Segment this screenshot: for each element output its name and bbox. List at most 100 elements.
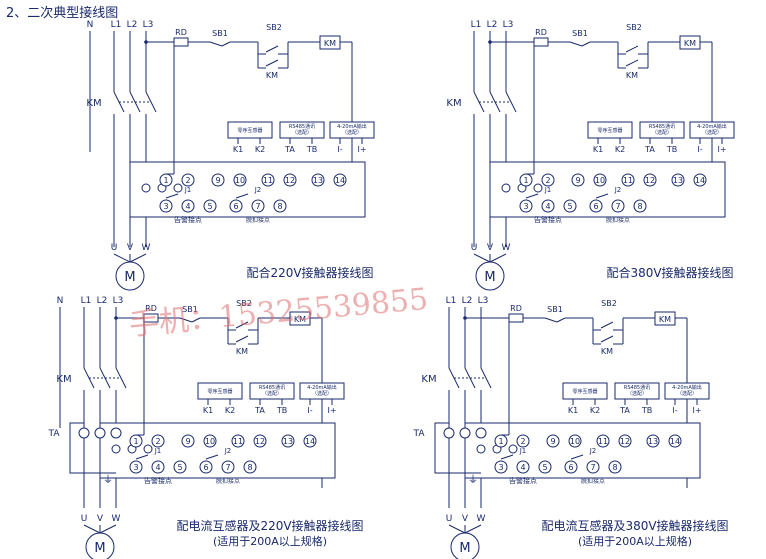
terminal-label-8: 8 — [637, 202, 642, 211]
sb2-contact — [235, 321, 249, 329]
relay-j1-contact — [500, 454, 514, 460]
km-hold-contact — [265, 59, 279, 67]
label-u: U — [81, 514, 88, 524]
relay-j1-contact — [165, 193, 179, 199]
terminal-label-11: 11 — [233, 437, 243, 446]
sb1-contact — [179, 317, 193, 323]
label-term-i: I- — [307, 406, 312, 415]
function-box-label: RS485通讯 — [649, 123, 675, 130]
terminal-11 — [596, 434, 610, 448]
terminal-7 — [221, 460, 235, 474]
label-rd: RD — [510, 304, 522, 313]
label-v: V — [462, 514, 469, 524]
ct-terminal — [111, 444, 121, 454]
diagram-note-3: (适用于200A以上规格) — [213, 534, 327, 548]
label-l3: L3 — [503, 20, 514, 30]
terminal-label-13: 13 — [673, 176, 683, 185]
terminal-label-10: 10 — [235, 176, 245, 185]
label-km-main: KM — [446, 98, 461, 109]
function-box-label: 零序互感器 — [237, 127, 262, 134]
ct-coil-2 — [459, 427, 471, 439]
diagram-caption-4: 配电流互感器及380V接触器接线图 — [541, 518, 728, 533]
terminal-12 — [253, 434, 267, 448]
terminal-label-14: 14 — [695, 176, 705, 185]
relay-j2-contact — [595, 193, 609, 199]
ct-coil-1 — [443, 427, 455, 439]
terminal-7 — [251, 199, 265, 213]
label-l2: L2 — [127, 20, 138, 30]
label-term-i: I- — [337, 145, 342, 154]
label-km-hold: KM — [236, 347, 248, 356]
terminal-5 — [203, 199, 217, 213]
terminal-4 — [541, 199, 555, 213]
label-sb1: SB1 — [547, 305, 563, 314]
function-box-3 — [299, 382, 345, 400]
label-term-k1: K1 — [233, 145, 243, 154]
label-u: U — [471, 243, 478, 253]
function-box-label: （选配） — [312, 390, 332, 397]
junction-dot — [463, 316, 467, 320]
terminal-label-8: 8 — [247, 463, 252, 472]
control-wire — [221, 41, 231, 47]
label-ta: TA — [48, 429, 61, 439]
terminal-13 — [311, 173, 325, 187]
motor-lead — [83, 524, 101, 534]
terminal-9 — [571, 173, 585, 187]
label-term-i: I+ — [327, 406, 336, 415]
sb1-contact — [209, 41, 223, 47]
function-box-label: 4-20mA输出 — [697, 123, 727, 130]
ct-terminal — [141, 183, 151, 193]
terminal-label-7: 7 — [225, 463, 230, 472]
terminal-9 — [546, 434, 560, 448]
terminal-label-3: 3 — [163, 202, 168, 211]
terminal-label-11: 11 — [598, 437, 608, 446]
terminal-label-6: 6 — [233, 202, 238, 211]
terminal-14 — [693, 173, 707, 187]
ct-terminal — [476, 444, 486, 454]
motor-lead — [99, 524, 117, 534]
terminal-12 — [643, 173, 657, 187]
terminal-6 — [229, 199, 243, 213]
function-box-label: （选配） — [677, 390, 697, 397]
terminal-3 — [494, 460, 508, 474]
terminal-2 — [151, 434, 165, 448]
ground-icon: ⏚ — [103, 474, 113, 486]
motor-lead — [473, 253, 491, 263]
terminal-7 — [586, 460, 600, 474]
terminal-label-14: 14 — [670, 437, 680, 446]
terminal-label-14: 14 — [335, 176, 345, 185]
motor-label: M — [94, 541, 105, 556]
function-box-label: 零序互感器 — [572, 388, 597, 395]
control-wire — [556, 317, 566, 323]
terminal-6 — [589, 199, 603, 213]
diagram-note-4: (适用于200A以上规格) — [578, 534, 692, 548]
terminal-5 — [538, 460, 552, 474]
label-trip: 脱扣接点 — [216, 477, 240, 485]
terminal-label-1: 1 — [133, 437, 138, 446]
terminal-10 — [593, 173, 607, 187]
label-l2: L2 — [97, 296, 108, 306]
motor-label: M — [124, 270, 135, 285]
terminal-12 — [618, 434, 632, 448]
terminal-label-12: 12 — [620, 437, 630, 446]
label-km-coil: KM — [294, 315, 306, 324]
watermark-phone: 手机：15325539855 — [128, 282, 430, 343]
label-term-i: I- — [697, 145, 702, 154]
function-box-label: （选配） — [702, 129, 722, 136]
ct-terminal — [173, 183, 183, 193]
terminal-label-10: 10 — [570, 437, 580, 446]
ct-terminal — [501, 183, 511, 193]
terminal-label-3: 3 — [133, 463, 138, 472]
ct-coil-3 — [475, 427, 487, 439]
terminal-14 — [303, 434, 317, 448]
label-l3: L3 — [113, 296, 124, 306]
terminal-8 — [608, 460, 622, 474]
motor — [115, 261, 145, 291]
ct-coil-1 — [78, 427, 90, 439]
label-l3: L3 — [143, 20, 154, 30]
terminal-label-9: 9 — [550, 437, 555, 446]
terminal-label-1: 1 — [163, 176, 168, 185]
terminal-label-10: 10 — [595, 176, 605, 185]
ct-coil-3 — [110, 427, 122, 439]
